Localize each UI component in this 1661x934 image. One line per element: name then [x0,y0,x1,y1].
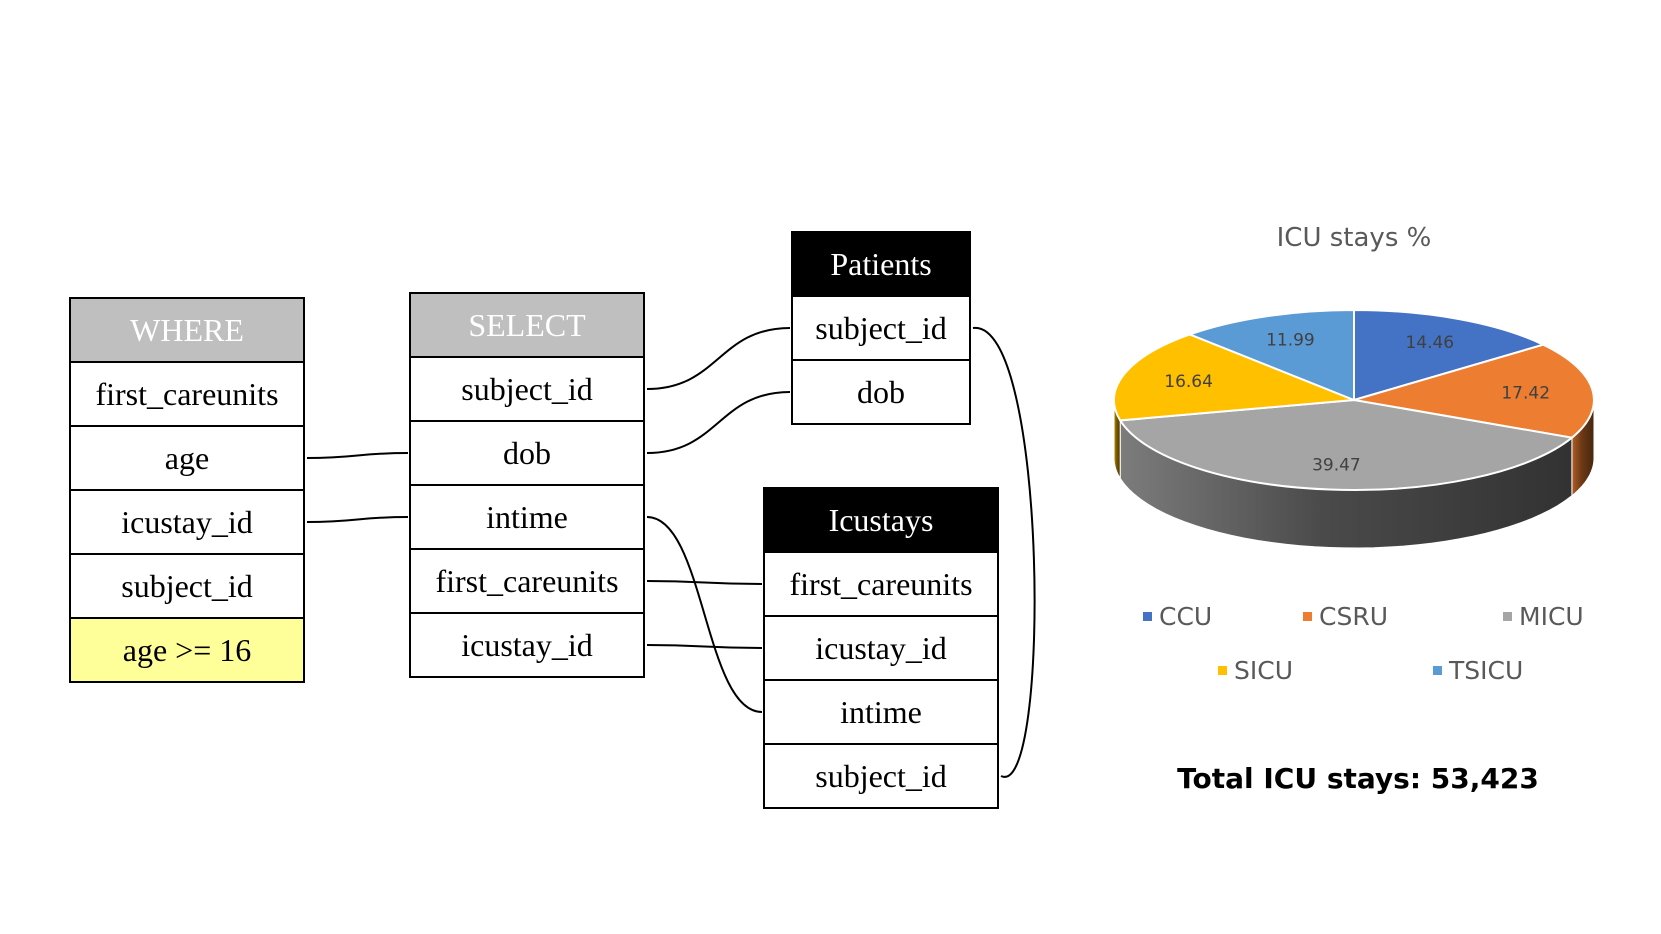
legend-swatch [1433,666,1442,675]
pie-data-label: 11.99 [1266,331,1315,351]
pie-data-label: 16.64 [1164,372,1213,392]
legend-swatch [1143,612,1152,621]
pie-slice-micu [1118,398,1575,491]
pie-data-labels: 14.46 17.42 39.47 16.64 11.99 [1164,331,1550,476]
table-row [69,553,305,619]
tables: WHEREfirst_careunitsageicustay_idsubject… [69,231,999,809]
legend-label: MICU [1519,602,1584,631]
table-row [69,425,305,491]
table-row [763,679,999,745]
join-link [646,580,763,585]
join-link [646,391,791,454]
chart-legend: CCU CSRU MICU SICU TSICU [1143,602,1584,685]
join-link [972,326,1036,778]
table-header-bg [409,292,645,358]
table-row [409,548,645,614]
table-row [69,489,305,555]
table-row [409,612,645,678]
legend-item-micu: MICU [1503,602,1584,631]
pie-data-label: 39.47 [1312,456,1361,476]
table-row-label: subject_id [815,310,947,346]
pie-slice-sicu [1113,333,1355,422]
pie-data-label: 14.46 [1405,333,1454,353]
table-header-label: SELECT [468,307,586,343]
table-row-label: subject_id [461,371,593,407]
legend-label: TSICU [1448,656,1523,685]
table-row-label: subject_id [815,758,947,794]
join-link [646,516,763,713]
legend-swatch [1303,612,1312,621]
join-link [306,516,409,523]
table-row-label: subject_id [121,568,253,604]
table-row-label: dob [503,435,551,471]
join-links [306,326,1036,778]
table-row [409,484,645,550]
table-header-bg [69,297,305,363]
table-row [791,295,971,361]
table-row-label: icustay_id [121,504,253,540]
table-row-label: first_careunits [435,563,618,599]
table-row [763,743,999,809]
table-row [409,356,645,422]
table-row-label: dob [857,374,905,410]
table-row [791,359,971,425]
pie-slice-ccu [1353,308,1547,402]
table-row-label: icustay_id [815,630,947,666]
legend-item-tsicu: TSICU [1433,656,1523,685]
table-row-label: age [165,440,209,476]
legend-item-sicu: SICU [1218,656,1293,685]
table-row-label: icustay_id [461,627,593,663]
table-row [69,617,305,683]
pie-chart: ICU stays % 14.46 17.42 39.47 16.64 11.99 CC… [1113,223,1595,685]
pie-slice-tsicu [1186,308,1355,402]
legend-label: SICU [1234,656,1293,685]
pie-data-label: 17.42 [1501,384,1550,404]
pie-slices [1113,308,1595,549]
table-row-label: intime [486,499,568,535]
legend-label: CCU [1159,602,1212,631]
pie-slice-csru [1353,343,1595,439]
legend-item-ccu: CCU [1143,602,1212,631]
table-header-label: Patients [830,246,931,282]
table-header-bg [763,487,999,553]
legend-item-csru: CSRU [1303,602,1388,631]
table-header-label: Icustays [829,502,934,538]
total-icu-stays: Total ICU stays: 53,423 [1177,762,1539,795]
legend-swatch [1503,612,1512,621]
join-link [646,327,791,390]
join-link [646,644,763,649]
join-link [306,452,409,459]
chart-title: ICU stays % [1277,223,1432,253]
table-row-label: age >= 16 [123,632,252,668]
legend-swatch [1218,666,1227,675]
table-row-label: first_careunits [789,566,972,602]
table-row [763,615,999,681]
table-header-label: WHERE [130,312,244,348]
legend-label: CSRU [1319,602,1388,631]
table-row [763,551,999,617]
table-row-label: first_careunits [95,376,278,412]
table-row-label: intime [840,694,922,730]
